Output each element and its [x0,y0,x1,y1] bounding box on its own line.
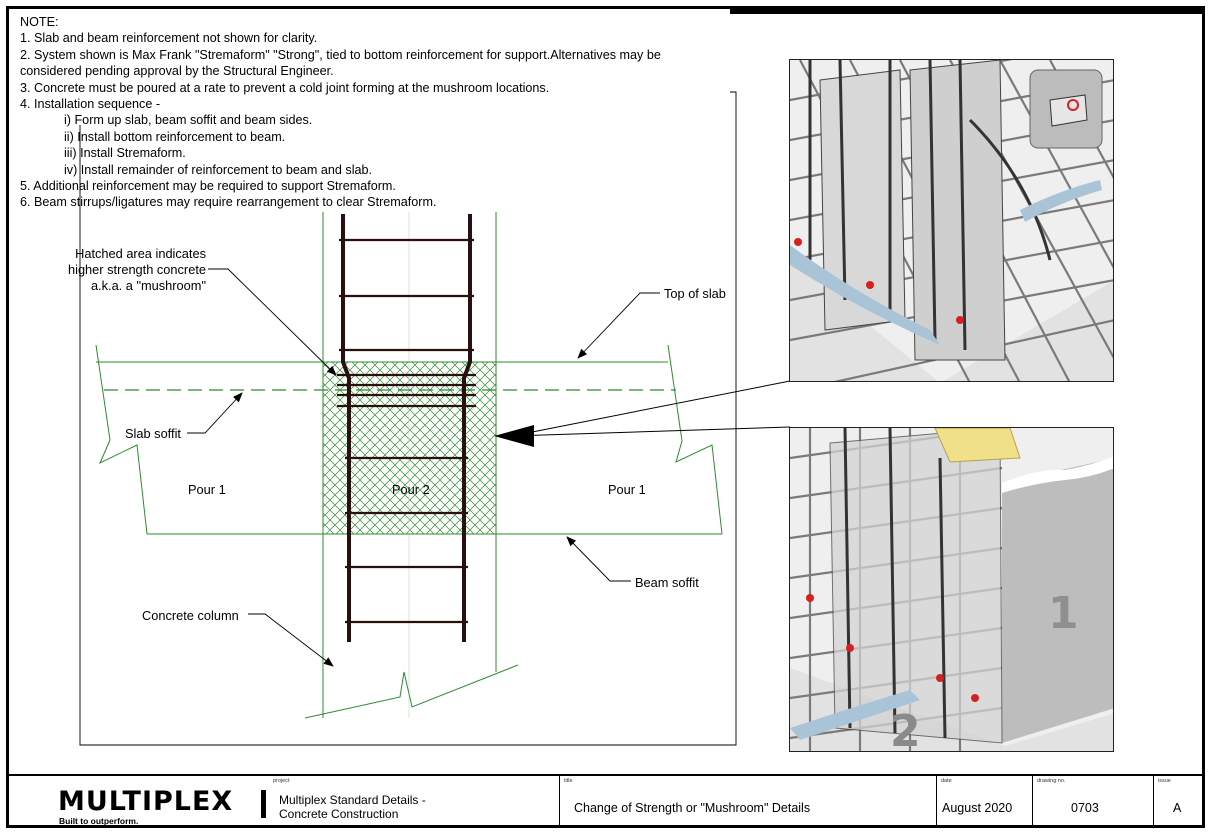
issue-caption: issue [1158,778,1171,784]
note-line: 1. Slab and beam reinforcement not shown… [20,31,318,46]
drawing-number-caption: drawing no. [1037,778,1066,784]
date-cell: date August 2020 [936,776,1033,827]
project-caption: project [273,778,290,784]
note-line: iv) Install remainder of reinforcement t… [64,162,372,177]
top-of-slab-leader [577,292,660,359]
notes-block: NOTE: 1. Slab and beam reinforcement not… [20,14,661,211]
photo-pointer-line [511,426,791,437]
concrete-column-label: Concrete column [142,608,239,623]
rebar-right-vertical [462,214,472,642]
title-cell: title Change of Strength or "Mushroom" D… [559,776,937,827]
logo-divider [261,790,266,818]
mushroom-hatch [323,362,496,534]
note-line: i) Form up slab, beam soffit and beam si… [64,113,313,128]
hatched-leader [208,268,337,376]
beam-soffit-label: Beam soffit [635,575,699,590]
pour-2-label: Pour 2 [392,482,430,497]
note-line: 4. Installation sequence - [20,97,161,112]
drawing-frame [79,91,737,746]
note-line: 2. System shown is Max Frank "Stremaform… [20,47,661,62]
sheet-border [6,6,1205,828]
date-caption: date [941,778,952,784]
photo-pointer-line [511,380,791,437]
hatched-area-label-3: a.k.a. a "mushroom" [90,278,206,293]
photo-label-2: 2 [890,706,921,752]
note-line: ii) Install bottom reinforcement to beam… [64,129,286,144]
logo-cell: MULTIPLEX Built to outperform. [9,776,266,827]
drawing-number-cell: drawing no. 0703 [1032,776,1154,827]
multiplex-logo: MULTIPLEX [58,786,234,817]
drawing-number: 0703 [1071,801,1099,815]
hatched-area-label-1: Hatched area indicates [75,246,206,261]
note-line: 6. Beam stirrups/ligatures may require r… [20,195,437,210]
right-break-line [667,344,723,535]
slab-soffit-label: Slab soffit [125,426,181,441]
column-break-line [304,664,519,719]
stremaform-illustration-bottom: 1 2 [790,428,1113,752]
drawing-date: August 2020 [942,801,1013,815]
project-cell: project Multiplex Standard Details - Con… [269,776,559,827]
stremaform-photo-top [789,59,1114,382]
issue-letter: A [1173,801,1182,815]
left-break-line [95,344,148,535]
rebar-ties [337,238,476,624]
note-line: iii) Install Stremaform. [64,146,186,161]
note-line: 5. Additional reinforcement may be requi… [20,179,396,194]
note-line: considered pending approval by the Struc… [20,64,334,79]
logo-tagline: Built to outperform. [59,816,139,826]
pour-1-left-label: Pour 1 [188,482,226,497]
top-of-slab-label: Top of slab [664,286,726,301]
issue-cell: issue A [1153,776,1203,827]
drawing-title: Change of Strength or "Mushroom" Details [574,801,811,815]
rebar-left-vertical [341,214,351,642]
title-caption: title [564,778,573,784]
title-block: MULTIPLEX Built to outperform. project M… [9,774,1202,827]
stremaform-illustration-top [790,60,1113,381]
project-line-1: Multiplex Standard Details - [279,793,426,807]
notes-heading: NOTE: [20,15,59,29]
photo-pointer-arrow [494,425,534,447]
pour-1-right-label: Pour 1 [608,482,646,497]
hatched-area-label-2: higher strength concrete [67,262,206,277]
beam-soffit-leader [566,536,631,582]
project-line-2: Concrete Construction [279,807,399,821]
note-line: 3. Concrete must be poured at a rate to … [20,80,550,95]
leader-lines [187,268,660,667]
stremaform-photo-bottom: 1 2 [789,427,1114,752]
rebar-cage [341,214,472,642]
slab-soffit-leader [187,392,243,434]
column-leader [248,613,334,667]
border-tick [730,6,1205,14]
photo-label-1: 1 [1048,588,1079,639]
